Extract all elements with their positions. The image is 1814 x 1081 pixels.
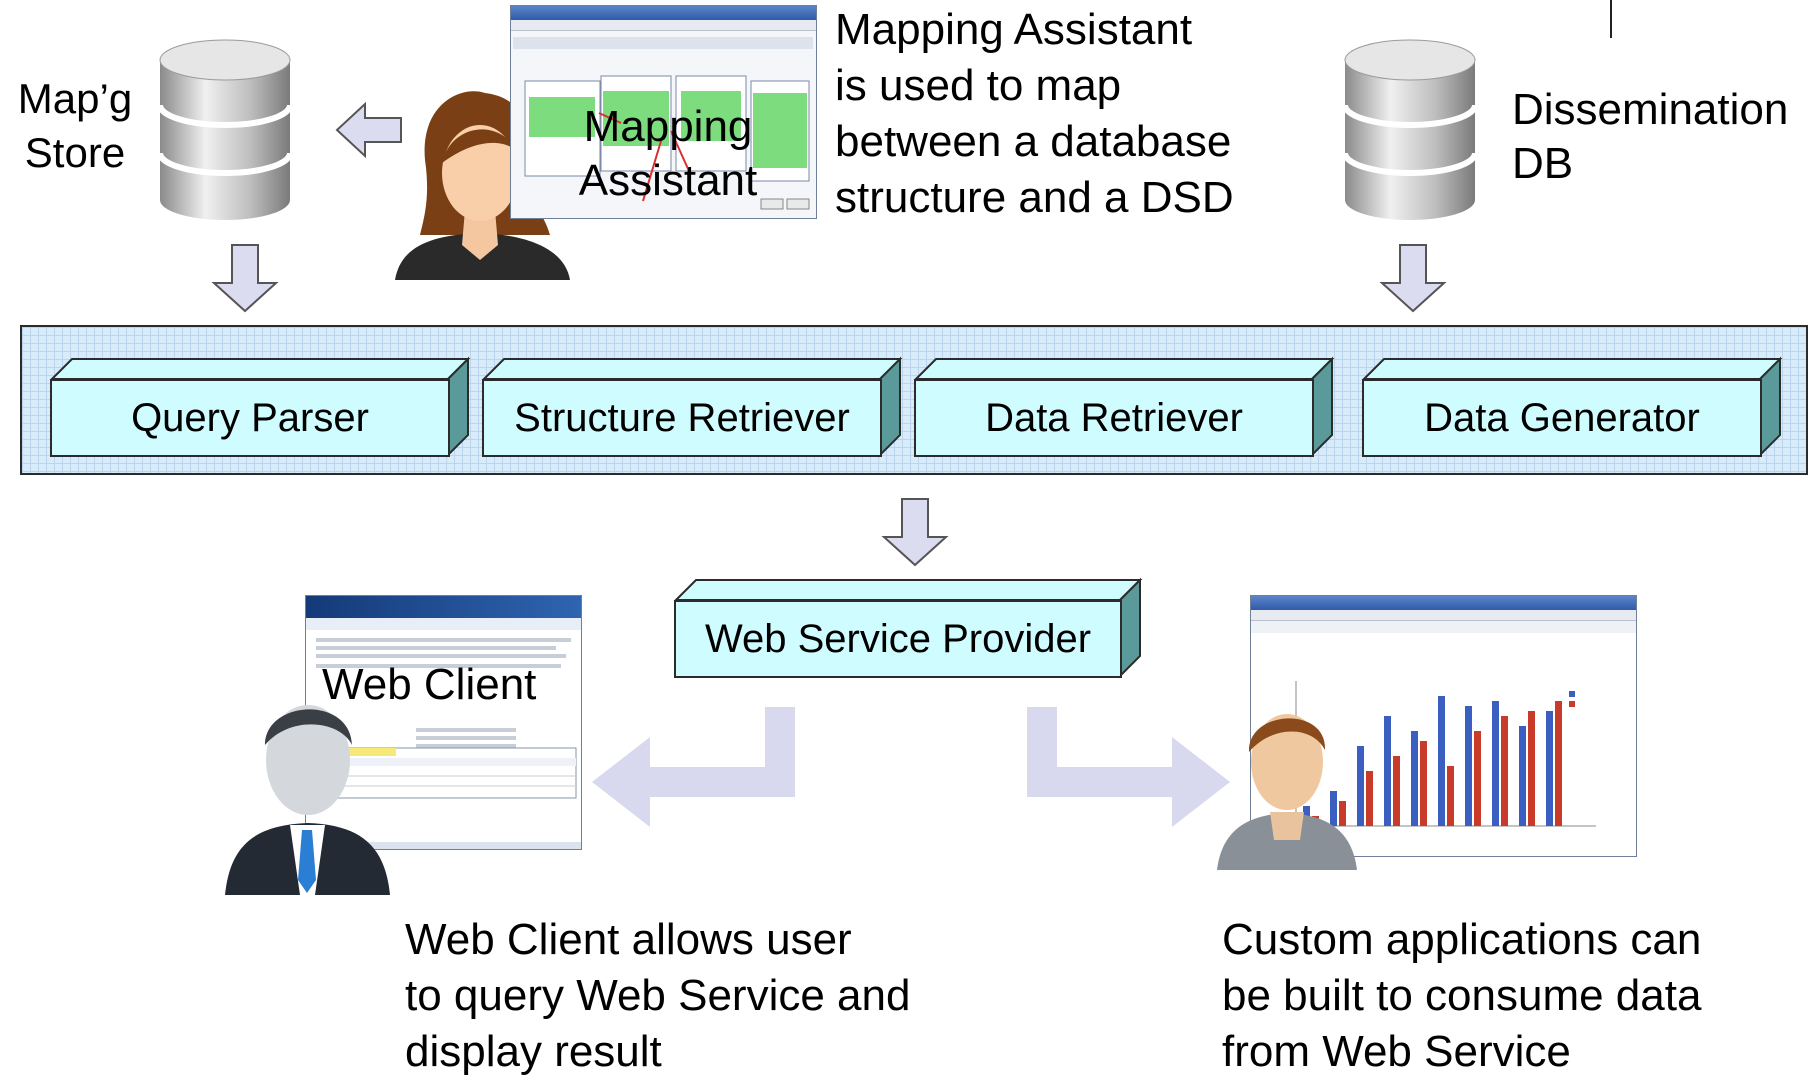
- thumbnail-chart-bar: [1366, 771, 1373, 826]
- thumbnail-chart-bar: [1474, 731, 1481, 826]
- thumbnail-chart-bar: [1420, 741, 1427, 826]
- arrow-dissemination-to-band-icon: [1379, 244, 1447, 313]
- web-service-provider-label: Web Service Provider: [674, 600, 1122, 678]
- mapping-assistant-screenshot: [510, 5, 817, 219]
- data-generator-box: Data Generator: [1361, 356, 1783, 458]
- mapg-store-label: Map’g Store: [17, 75, 133, 176]
- thumbnail-chart-bar: [1438, 696, 1445, 826]
- web-client-page-preview: [306, 618, 581, 849]
- thumbnail-chart-bar: [1330, 791, 1337, 826]
- thumbnail-chart-bar: [1501, 716, 1508, 826]
- data-generator-label: Data Generator: [1362, 379, 1762, 457]
- thumbnail-chart-bar: [1447, 766, 1454, 826]
- thumbnail-chart-bar: [1393, 756, 1400, 826]
- divider-line: [1610, 0, 1612, 38]
- mapping-assistant-overlay-label: Mapping Assistant: [578, 102, 758, 205]
- thumbnail-chart-bar: [1519, 726, 1526, 826]
- custom-app-bar-chart: [1251, 621, 1636, 827]
- thumbnail-chart-bar: [1465, 706, 1472, 826]
- custom-app-caption: Custom applications can be built to cons…: [1222, 915, 1702, 1076]
- thumbnail-chart-bar: [1357, 746, 1364, 826]
- structure-retriever-box: Structure Retriever: [481, 356, 903, 458]
- custom-app-screenshot: [1250, 595, 1637, 857]
- query-parser-label: Query Parser: [50, 379, 450, 457]
- arrow-provider-to-custom-app-icon: [1027, 707, 1230, 827]
- thumbnail-chart-bar: [1492, 701, 1499, 826]
- dissemination-database-icon: [1342, 39, 1478, 220]
- structure-retriever-label: Structure Retriever: [482, 379, 882, 457]
- web-client-overlay-label: Web Client: [322, 660, 537, 709]
- data-retriever-box: Data Retriever: [913, 356, 1335, 458]
- thumbnail-chart-bar: [1384, 716, 1391, 826]
- dissemination-db-label: Dissemination DB: [1512, 85, 1789, 188]
- thumbnail-chart-bar: [1339, 801, 1346, 826]
- mapping-assistant-description: Mapping Assistant is used to map between…: [835, 5, 1234, 222]
- web-client-caption: Web Client allows user to query Web Serv…: [405, 915, 911, 1076]
- arrow-into-store-icon: [335, 101, 402, 159]
- web-service-provider-box: Web Service Provider: [673, 577, 1143, 679]
- web-client-screenshot: [305, 595, 582, 850]
- mapping-assistant-window-preview: [513, 37, 813, 210]
- thumbnail-chart-bar: [1546, 711, 1553, 826]
- thumbnail-chart-bar: [1411, 731, 1418, 826]
- mapg-store-database-icon: [157, 39, 293, 220]
- arrow-store-to-band-icon: [211, 244, 279, 313]
- arrow-provider-to-web-client-icon: [592, 707, 795, 827]
- thumbnail-chart-bar: [1528, 711, 1535, 826]
- thumbnail-chart-bar: [1555, 701, 1562, 826]
- data-retriever-label: Data Retriever: [914, 379, 1314, 457]
- custom-app-user-person-icon: [1217, 714, 1357, 870]
- web-client-user-person-icon: [225, 705, 390, 895]
- query-parser-box: Query Parser: [49, 356, 471, 458]
- arrow-band-to-provider-icon: [881, 498, 949, 567]
